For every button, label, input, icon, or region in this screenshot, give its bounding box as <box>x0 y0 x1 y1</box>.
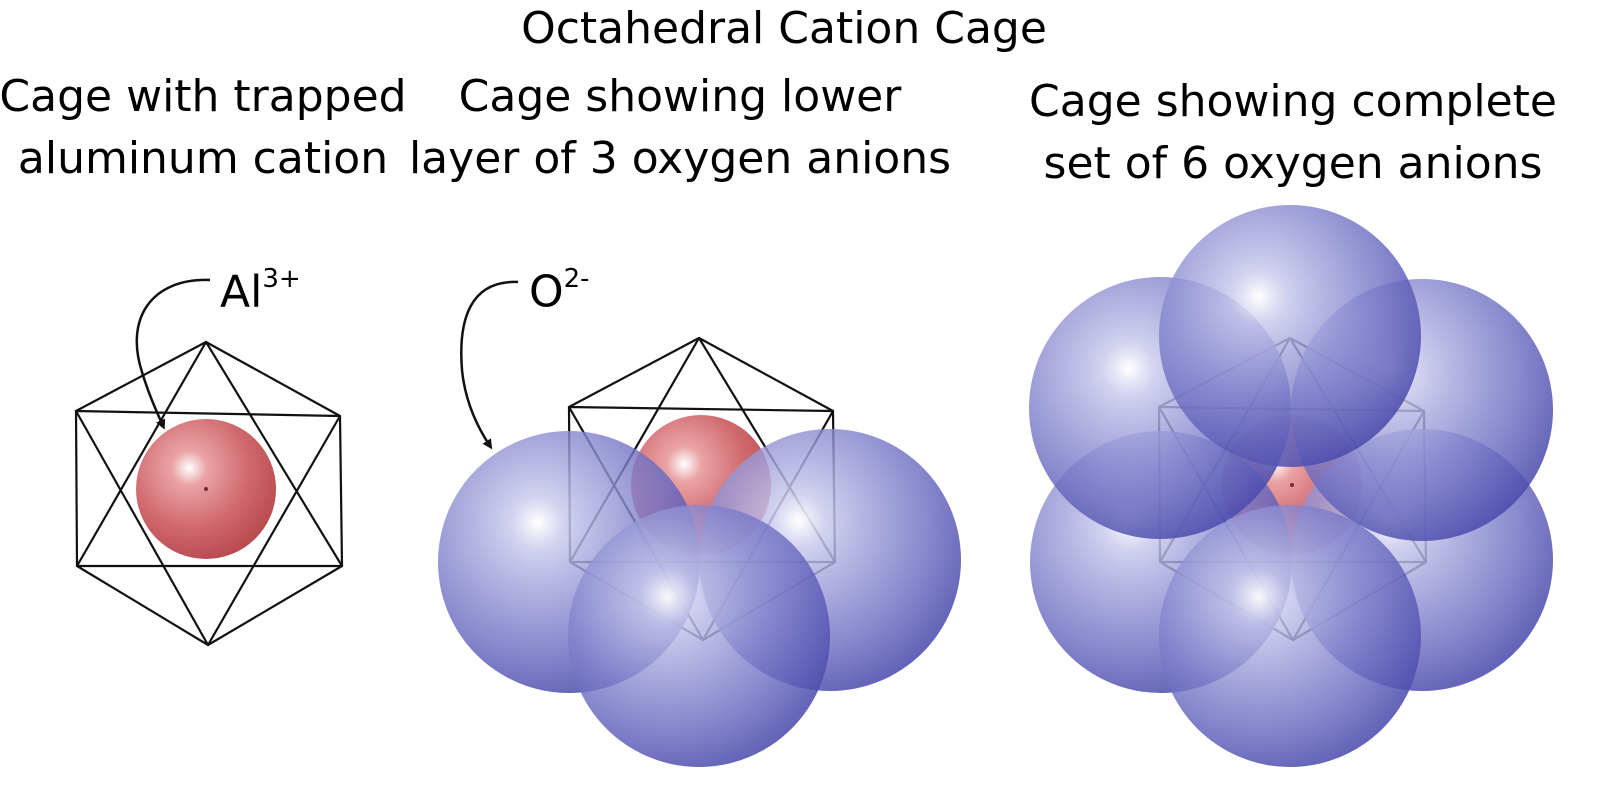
ion-symbol: O <box>529 266 564 318</box>
diagram-title: Octahedral Cation Cage <box>521 3 1047 54</box>
caption-line: Cage showing lower <box>458 71 902 122</box>
o-label-arrow <box>460 280 519 450</box>
cation-center-dot <box>1290 483 1294 487</box>
panel-3-cage <box>1029 205 1553 767</box>
caption-line: aluminum cation <box>17 133 389 184</box>
panel-2-cage <box>438 280 961 767</box>
panel-1-caption: Cage with trapped aluminum cation <box>0 66 407 190</box>
caption-line: set of 6 oxygen anions <box>1043 138 1543 189</box>
caption-line: layer of 3 oxygen anions <box>408 133 952 184</box>
al-label-arrow <box>135 278 211 430</box>
caption-line: Cage showing complete <box>1029 76 1557 127</box>
cation-center-dot <box>204 487 208 491</box>
aluminum-ion-label: Al3+ <box>220 252 301 324</box>
octahedron-outline <box>74 340 344 647</box>
oxygen-anion-sphere <box>568 505 830 767</box>
panel-3-caption: Cage showing complete set of 6 oxygen an… <box>1029 71 1557 195</box>
oxygen-anion-sphere <box>1159 505 1421 767</box>
ion-charge: 3+ <box>262 264 301 294</box>
ion-charge: 2- <box>563 264 590 294</box>
oxygen-ion-label: O2- <box>529 252 590 324</box>
ion-symbol: Al <box>220 266 263 318</box>
panel-1-cage <box>74 278 344 647</box>
panel-2-caption: Cage showing lower layer of 3 oxygen ani… <box>409 66 951 190</box>
caption-line: Cage with trapped <box>0 71 407 122</box>
oxygen-anion-sphere <box>1159 205 1421 467</box>
